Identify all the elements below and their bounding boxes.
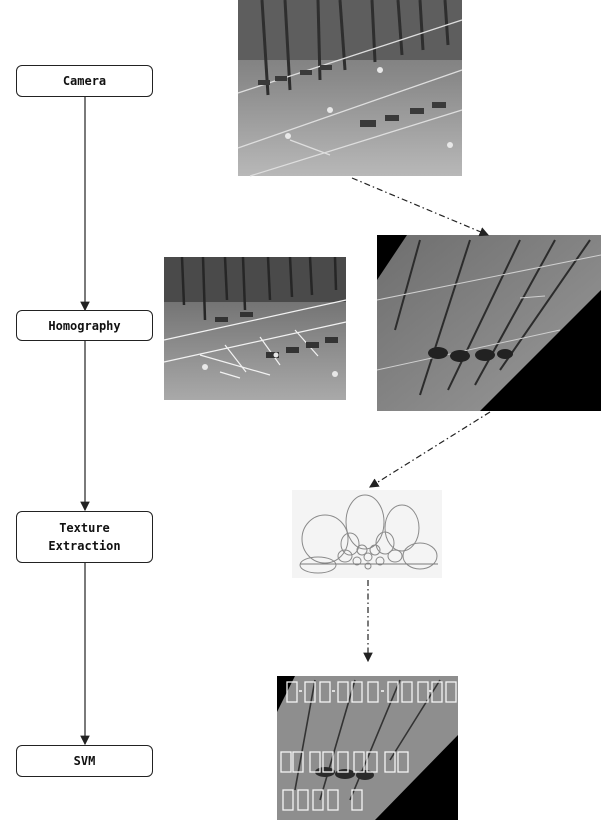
camera-step-box: Camera	[16, 65, 153, 97]
homography-step-box: Homography	[16, 310, 153, 341]
svm-step-box: SVM	[16, 745, 153, 777]
texture-extraction-step-label: Texture Extraction	[48, 521, 121, 553]
connector-rectified-to-filters	[368, 411, 491, 488]
camera-view-photo	[237, 0, 463, 177]
illustration-connectors	[351, 177, 491, 663]
gabor-filter-bank	[292, 490, 442, 578]
rectified-homography-photo	[377, 235, 601, 411]
texture-extraction-step-box: Texture Extraction	[16, 511, 153, 563]
connector-camera-to-rectified	[351, 177, 490, 237]
detection-boxes	[280, 681, 457, 811]
detected-spaces-photo	[277, 676, 458, 820]
camera-step-label: Camera	[62, 74, 107, 88]
homography-step-label: Homography	[48, 318, 121, 333]
svm-step-label: SVM	[73, 754, 96, 768]
parking-lot-annotated-photo	[163, 256, 347, 400]
